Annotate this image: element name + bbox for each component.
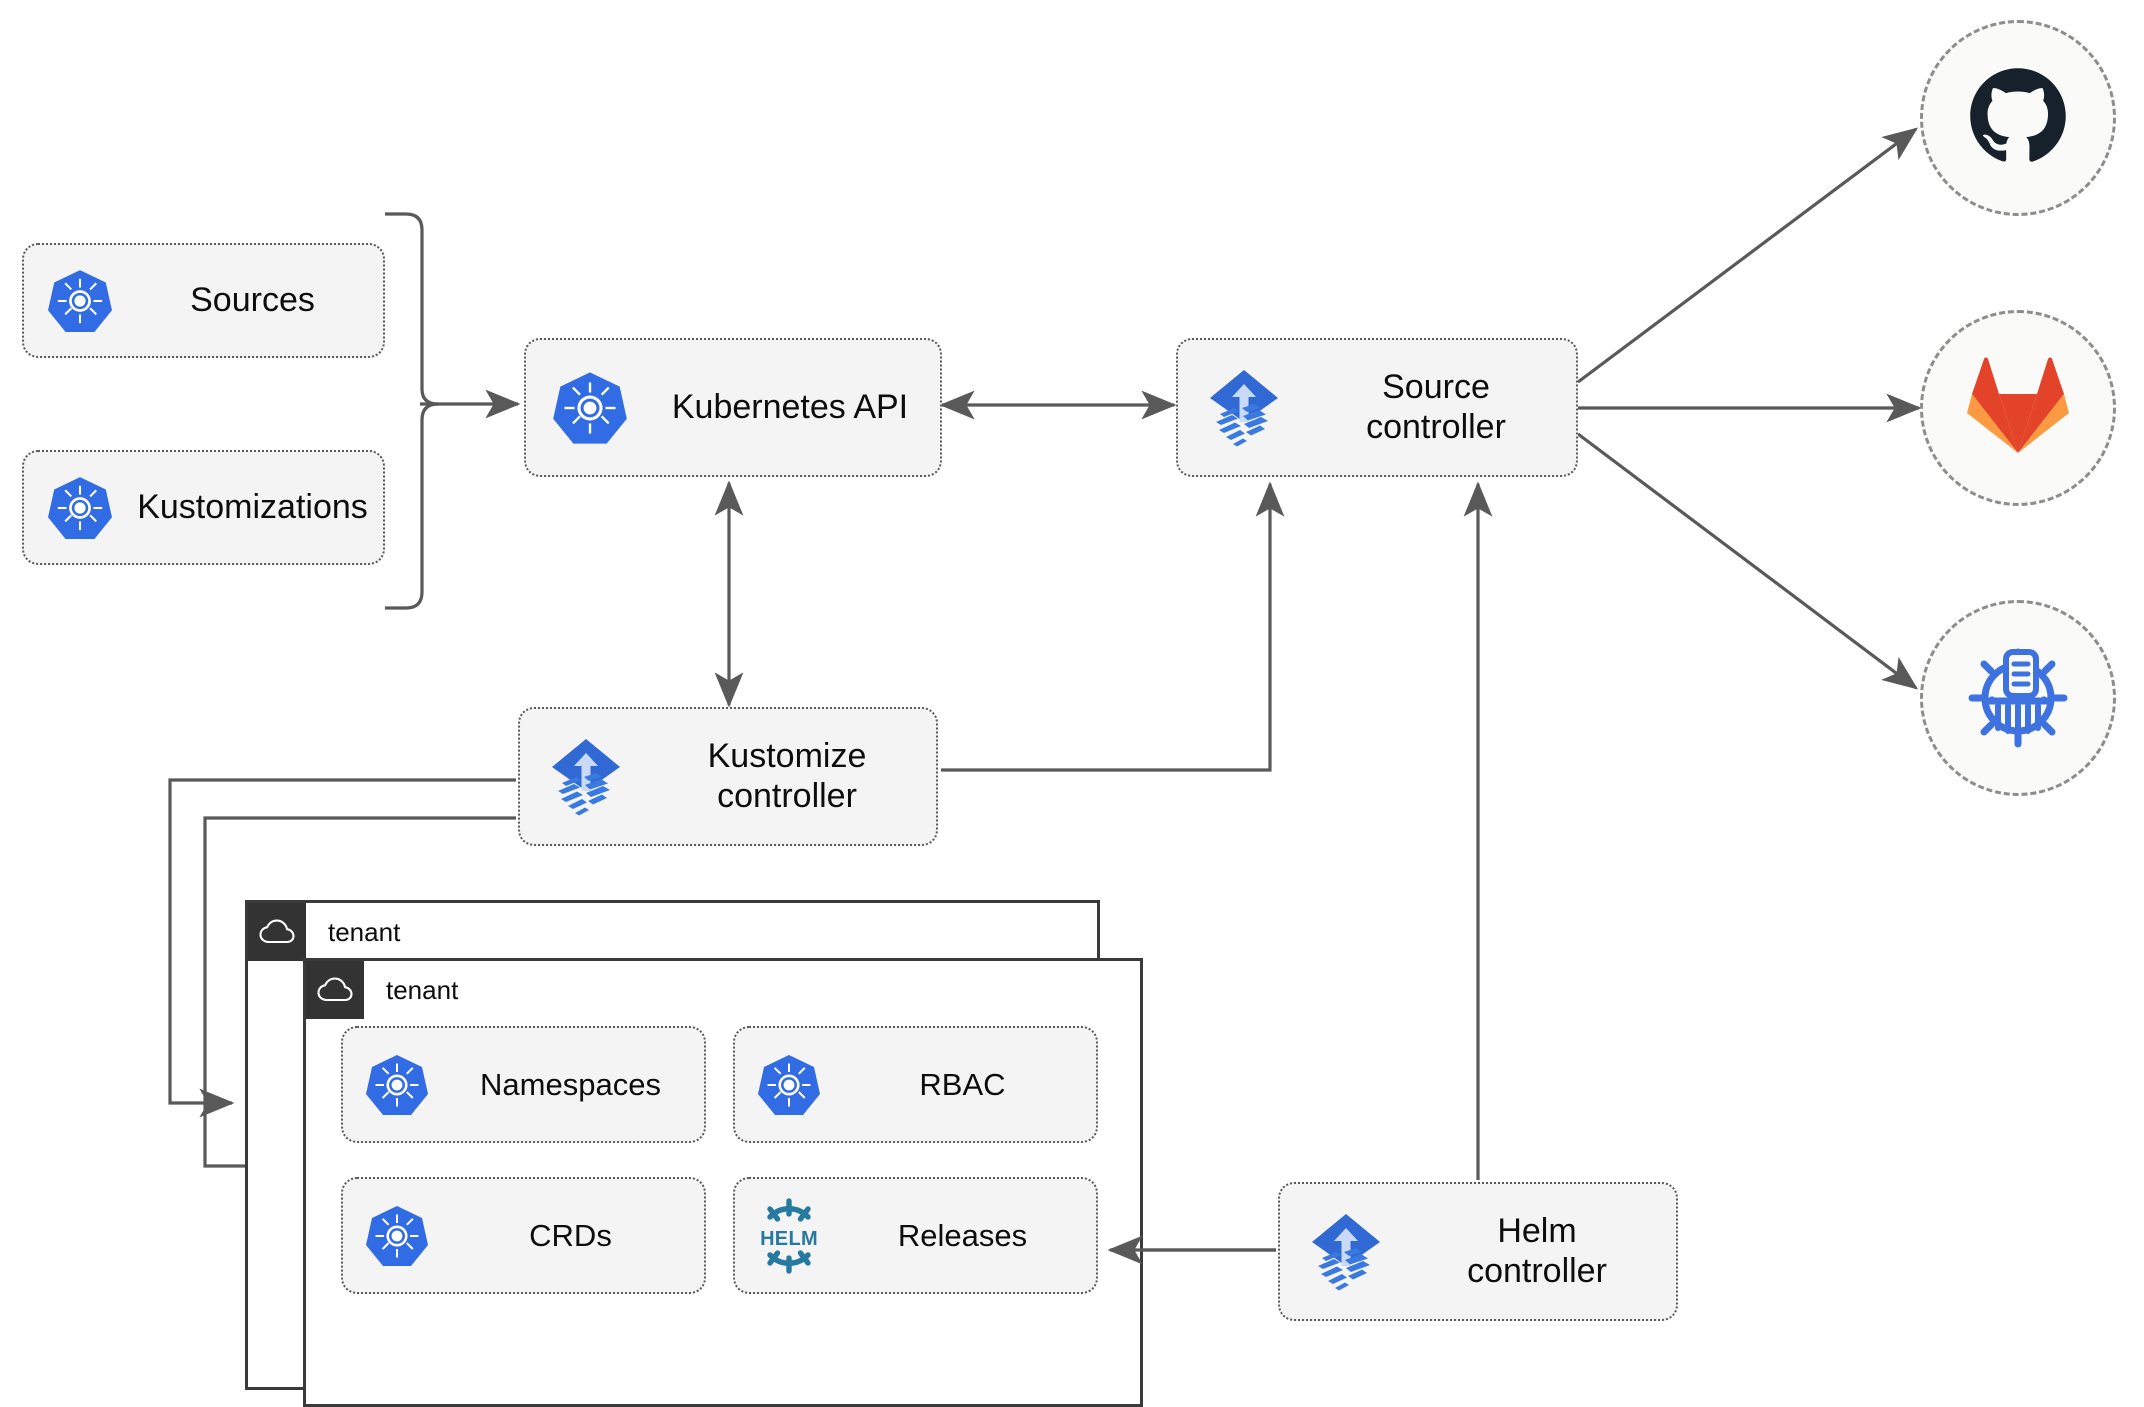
cloud-icon: [306, 961, 364, 1019]
node-crds[interactable]: CRDs: [341, 1177, 706, 1294]
node-helm-controller-label: Helm controller: [1467, 1212, 1607, 1290]
tenant-inner-header: tenant: [306, 961, 458, 1019]
node-rbac[interactable]: RBAC: [733, 1026, 1098, 1143]
kubernetes-icon: [343, 1204, 451, 1268]
node-crds-label: CRDs: [529, 1217, 612, 1253]
bracket-bottom: [385, 402, 439, 610]
node-kubernetes-api-label: Kubernetes API: [671, 387, 909, 426]
edge-sourcectrl-github: [1577, 127, 1919, 384]
node-kustomize-controller[interactable]: Kustomize controller: [518, 707, 938, 846]
node-kustomize-controller-label: Kustomize controller: [707, 737, 867, 815]
node-kustomizations[interactable]: Kustomizations: [22, 450, 385, 565]
node-source-controller-label: Source controller: [1366, 368, 1506, 446]
node-namespaces-label: Namespaces: [480, 1066, 661, 1102]
node-sources-label: Sources: [190, 280, 315, 319]
kubernetes-icon: [24, 268, 136, 334]
node-kubernetes-api[interactable]: Kubernetes API: [524, 338, 942, 477]
helm-icon: HELM: [735, 1195, 843, 1277]
node-rbac-label: RBAC: [919, 1066, 1006, 1102]
github-icon: [1966, 64, 2070, 173]
provider-gitlab[interactable]: [1920, 310, 2116, 506]
flux-icon: [1178, 364, 1310, 452]
kubernetes-icon: [24, 475, 136, 541]
kubernetes-icon: [343, 1053, 451, 1117]
gitlab-icon: [1966, 357, 2070, 460]
node-kustomizations-label: Kustomizations: [137, 487, 368, 526]
tenant-inner-label: tenant: [386, 974, 459, 1005]
tenant-outer-header: tenant: [248, 903, 400, 961]
flux-icon: [520, 733, 652, 821]
edge-kustomizectrl-sourcectrl: [941, 481, 1285, 772]
edge-sourcectrl-helmrepo: [1577, 432, 1919, 690]
tenant-outer-label: tenant: [328, 916, 401, 947]
node-helm-controller[interactable]: Helm controller: [1278, 1182, 1678, 1321]
node-source-controller[interactable]: Source controller: [1176, 338, 1578, 477]
node-releases[interactable]: HELM Releases: [733, 1177, 1098, 1294]
cloud-icon: [248, 903, 306, 961]
bracket-top: [385, 212, 439, 406]
kubernetes-icon: [735, 1053, 843, 1117]
node-sources[interactable]: Sources: [22, 243, 385, 358]
kubernetes-icon: [526, 370, 654, 446]
node-namespaces[interactable]: Namespaces: [341, 1026, 706, 1143]
node-releases-label: Releases: [897, 1217, 1028, 1253]
provider-helm-repository[interactable]: [1920, 600, 2116, 796]
provider-github[interactable]: [1920, 20, 2116, 216]
helm-repo-icon: [1960, 638, 2076, 759]
flux-icon: [1280, 1208, 1412, 1296]
svg-text:HELM: HELM: [760, 1228, 818, 1250]
